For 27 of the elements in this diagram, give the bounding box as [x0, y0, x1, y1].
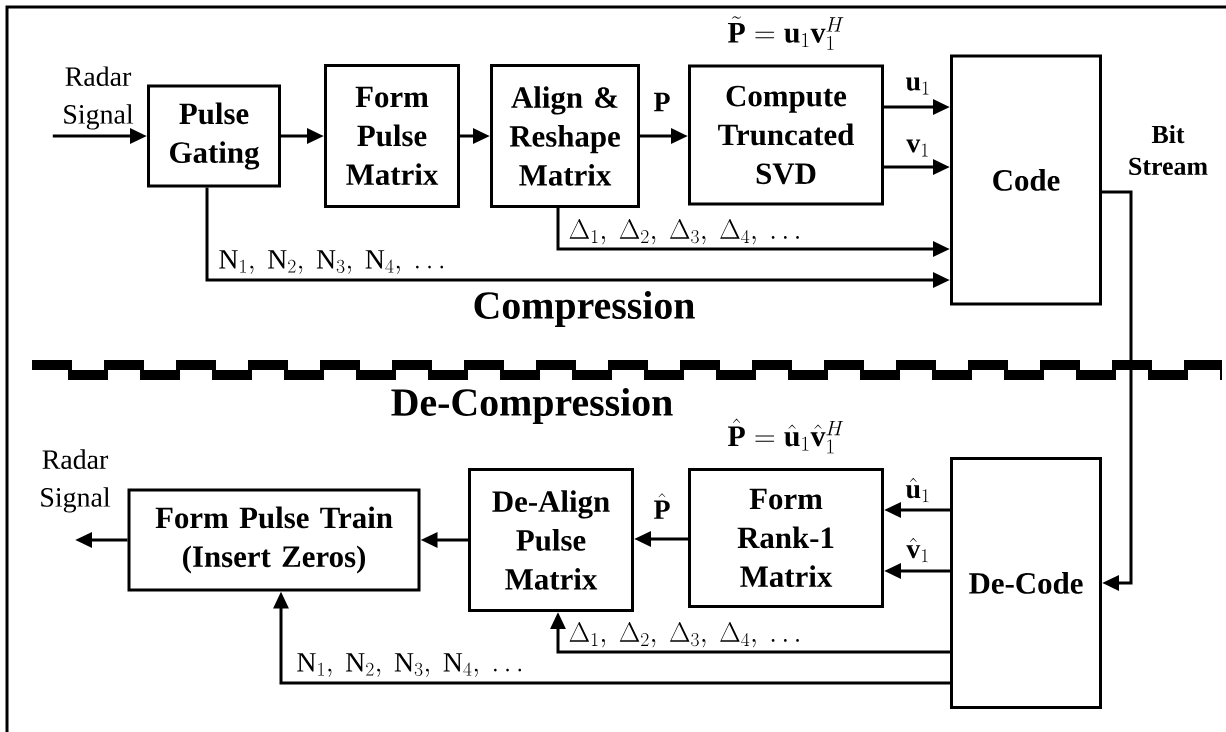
formula-label: $\tilde{\mathbf{P}} = \mathbf{u}_1\mathbf{v}_1^H$: [727, 16, 844, 50]
edge-label: $\mathbf{u}_1$: [904, 76, 932, 96]
edge-label: $\mathrm{N}_1,\ \mathrm{N}_2,\ \mathrm{N}_3,\ \mathrm{N}_4,\ \ldots$: [217, 249, 447, 275]
process-box: Pulse Gating: [147, 84, 281, 188]
process-box: Form Pulse Matrix: [324, 64, 460, 208]
edge-label: $\Delta_1,\ \Delta_2,\ \Delta_3,\ \Delta_4,\ \ldots$: [567, 218, 803, 246]
edge-label: Bit Stream: [1117, 123, 1219, 177]
signal-label: Radar Signal: [41, 449, 111, 513]
edge-label: $\hat{\mathbf{u}}_1$: [904, 476, 932, 504]
section-heading: Compression: [474, 290, 695, 328]
section-heading: De-Compression: [391, 387, 673, 425]
process-box: Form Pulse Train (Insert Zeros): [127, 488, 421, 592]
signal-label: Radar Signal: [64, 66, 134, 130]
process-box: De-Align Pulse Matrix: [468, 468, 634, 612]
process-box: Form Rank-1 Matrix: [688, 468, 884, 608]
edge-label: $\Delta_1,\ \Delta_2,\ \Delta_3,\ \Delta_4,\ \ldots$: [567, 621, 803, 649]
process-box: Compute Truncated SVD: [688, 64, 884, 206]
formula-label: $\hat{\mathbf{P}} = \hat{\mathbf{u}}_1\hat{\mathbf{v}}_1^H$: [727, 418, 844, 454]
edge-label: $\mathrm{N}_1,\ \mathrm{N}_2,\ \mathrm{N}_3,\ \mathrm{N}_4,\ \ldots$: [295, 652, 525, 678]
process-box: Code: [950, 54, 1102, 306]
edge-label: $\hat{\mathbf{v}}_1$: [905, 536, 931, 564]
edge-label: $\mathbf{v}_1$: [905, 138, 931, 158]
process-box: Align & Reshape Matrix: [490, 64, 640, 208]
process-box: De-Code: [950, 457, 1102, 709]
arrow: [1102, 190, 1133, 591]
edge-label: $\mathbf{P}$: [652, 91, 672, 113]
edge-label: $\hat{\mathbf{P}}$: [652, 492, 672, 520]
